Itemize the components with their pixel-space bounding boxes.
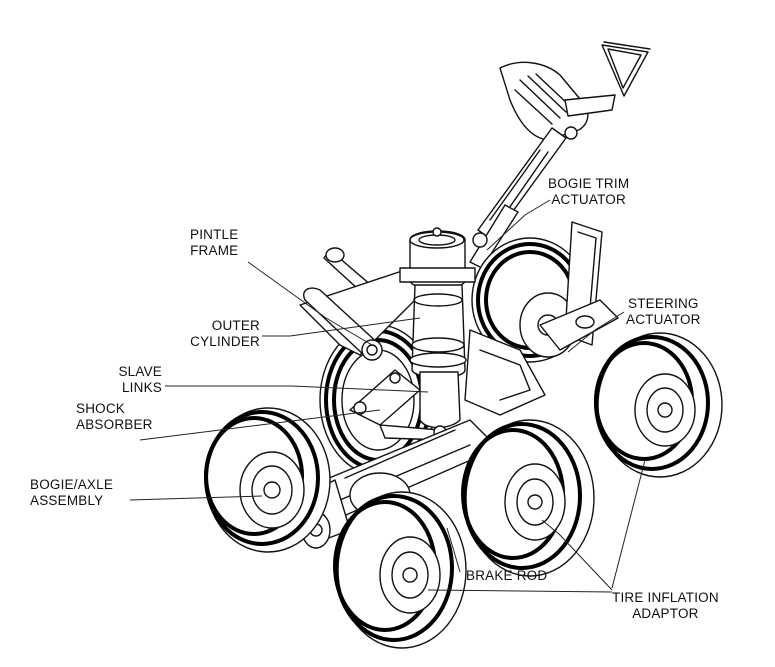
- label-brake-rod: BRAKE ROD: [466, 568, 547, 584]
- label-outer-line1: OUTER: [211, 318, 260, 333]
- leader-lines: [129, 199, 646, 593]
- label-shock-line1: SHOCK: [76, 401, 126, 416]
- label-outer-line2: CYLINDER: [190, 334, 260, 349]
- label-outer-cylinder: OUTER CYLINDER: [178, 318, 260, 350]
- label-shock-absorber: SHOCK ABSORBER: [76, 401, 153, 433]
- label-pintle-line2: FRAME: [190, 243, 239, 258]
- label-bogie-trim-line2: ACTUATOR: [551, 192, 626, 207]
- label-bogie-trim-actuator: BOGIE TRIM ACTUATOR: [548, 176, 629, 208]
- label-brake-rod-line1: BRAKE ROD: [466, 568, 548, 583]
- label-pintle-line1: PINTLE: [190, 227, 239, 242]
- label-bogie-trim-line1: BOGIE TRIM: [548, 176, 630, 191]
- label-slave-line2: LINKS: [121, 380, 162, 395]
- label-shock-line2: ABSORBER: [76, 417, 153, 432]
- wheel-front-middle: [461, 419, 595, 577]
- pintle-frame-part: [299, 247, 431, 361]
- label-bogie-axle-assembly: BOGIE/AXLE ASSEMBLY: [30, 477, 113, 509]
- label-tire-line1: TIRE INFLATION: [612, 590, 719, 605]
- bogie-trim-actuator-part: [469, 41, 651, 269]
- label-slave-links: SLAVE LINKS: [100, 364, 162, 396]
- wheel-right: [594, 332, 723, 478]
- label-bogie-axle-line2: ASSEMBLY: [30, 493, 104, 508]
- label-steering-line1: STEERING: [627, 296, 699, 311]
- label-slave-line1: SLAVE: [118, 364, 162, 379]
- label-steering-line2: ACTUATOR: [626, 312, 701, 327]
- wheel-front-bottom: [333, 491, 467, 649]
- label-bogie-axle-line1: BOGIE/AXLE: [30, 477, 114, 492]
- label-steering-actuator: STEERING ACTUATOR: [626, 296, 701, 328]
- steering-actuator-part: [539, 221, 619, 351]
- wheel-front-left: [204, 407, 331, 553]
- label-tire-inflation-adaptor: TIRE INFLATION ADAPTOR: [612, 590, 719, 622]
- outer-cylinder-part: [399, 227, 546, 429]
- label-tire-line2: ADAPTOR: [632, 606, 699, 621]
- label-pintle-frame: PINTLE FRAME: [190, 227, 238, 259]
